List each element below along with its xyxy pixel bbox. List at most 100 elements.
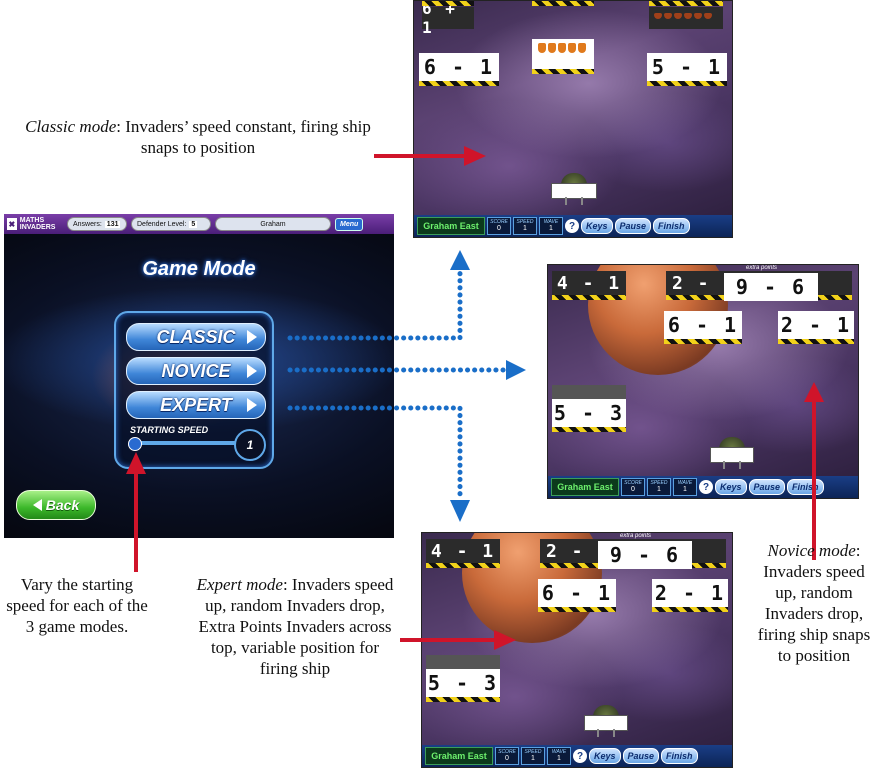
hazard-stripe xyxy=(649,1,723,6)
expert-label: EXPERT xyxy=(160,394,232,415)
help-button[interactable]: ? xyxy=(699,480,713,494)
ship-legs xyxy=(723,461,741,469)
finish-button[interactable]: Finish xyxy=(653,218,690,234)
speed-label: SPEED xyxy=(516,219,534,225)
ship-body xyxy=(584,715,628,731)
invader-icon xyxy=(538,43,546,53)
wave-value: 1 xyxy=(549,225,553,232)
hazard-stripe xyxy=(552,295,626,300)
wave-label: WAVE xyxy=(677,480,693,486)
player-name-field: Graham xyxy=(215,217,331,231)
arrow-up-icon xyxy=(450,250,470,270)
invader-icon xyxy=(694,13,702,19)
equation-invader: 5 - 3 xyxy=(552,399,626,427)
classic-connector xyxy=(287,267,463,341)
play-arrow-icon xyxy=(247,398,257,412)
speed-label: SPEED xyxy=(524,749,542,755)
red-arrowhead-icon xyxy=(494,630,516,650)
mode-panel: CLASSIC NOVICE EXPERT STARTING SPEED 1 xyxy=(114,311,274,469)
classic-description: : Invaders’ speed constant, firing ship … xyxy=(116,117,371,157)
expert-connector xyxy=(287,405,463,503)
firing-ship xyxy=(710,437,754,471)
equation-invader: 6 - 1 xyxy=(664,311,742,339)
defender-value: 5 xyxy=(189,220,198,228)
hazard-stripe xyxy=(778,339,854,344)
hazard-stripe xyxy=(552,427,626,432)
hazard-stripe xyxy=(532,1,594,6)
invader-icon xyxy=(578,43,586,53)
page-title: Game Mode xyxy=(142,258,256,280)
pause-button[interactable]: Pause xyxy=(622,748,660,764)
answers-value: 131 xyxy=(104,220,121,228)
invader-icon xyxy=(684,13,692,19)
hazard-stripe xyxy=(422,1,474,6)
speed-value: 1 xyxy=(523,225,527,232)
extra-points-label: extra points xyxy=(746,265,778,271)
classic-note: Classic mode: Invaders’ speed constant, … xyxy=(18,116,378,158)
hazard-stripe xyxy=(426,697,500,702)
defender-level: Defender Level:5 xyxy=(131,217,211,231)
classic-title: Classic mode xyxy=(25,117,117,136)
equation-invader: 4 - 1 xyxy=(552,271,626,295)
keys-button[interactable]: Keys xyxy=(589,748,621,764)
arrow-down-icon xyxy=(450,500,470,522)
hazard-stripe xyxy=(664,339,742,344)
arrow-right-icon xyxy=(506,360,526,380)
help-button[interactable]: ? xyxy=(565,219,579,233)
help-button[interactable]: ? xyxy=(573,749,587,763)
speed-slider-track[interactable] xyxy=(130,441,236,445)
extra-points-invader: 9 - 6 xyxy=(724,273,818,301)
novice-description: : Invaders speed up, random Invaders dro… xyxy=(757,541,871,665)
hazard-stripe xyxy=(419,81,499,86)
dropped-invader-frame xyxy=(552,385,626,399)
logo-text: MATHS INVADERS xyxy=(19,217,56,231)
maths-invaders-logo: ✖MATHS INVADERS xyxy=(7,217,63,231)
answers-label: Answers: xyxy=(73,220,102,228)
pause-button[interactable]: Pause xyxy=(614,218,652,234)
wave-value: 1 xyxy=(557,755,561,762)
equation-invader: 5 - 1 xyxy=(647,53,727,81)
speed-slider-handle[interactable] xyxy=(128,437,142,451)
expert-mode-screenshot: 4 - 1 2 - 2 extra points 9 - 6 6 - 1 2 -… xyxy=(421,532,733,768)
menu-button[interactable]: Menu xyxy=(335,217,364,231)
answers-counter: Answers:131 xyxy=(67,217,127,231)
equation-invader: 5 - 3 xyxy=(426,669,500,697)
score-value: 0 xyxy=(497,225,501,232)
hazard-stripe xyxy=(652,607,728,612)
hazard-stripe xyxy=(426,563,500,568)
equation-invader: 6 - 1 xyxy=(538,579,616,607)
expert-note: Expert mode: Invaders speed up, random I… xyxy=(192,574,398,679)
classic-label: CLASSIC xyxy=(156,326,236,347)
back-button[interactable]: Back xyxy=(16,490,96,520)
player-name: Graham xyxy=(260,220,286,228)
ship-dome xyxy=(593,705,619,717)
novice-label: NOVICE xyxy=(161,360,231,381)
player-name: Graham East xyxy=(425,747,493,765)
wave-value: 1 xyxy=(683,486,687,493)
invader-icon xyxy=(674,13,682,19)
keys-button[interactable]: Keys xyxy=(581,218,613,234)
invader-icon xyxy=(704,13,712,19)
keys-button[interactable]: Keys xyxy=(715,479,747,495)
ship-legs xyxy=(565,197,583,205)
finish-button[interactable]: Finish xyxy=(661,748,698,764)
ship-dome xyxy=(561,173,587,185)
extra-points-invader: 9 - 6 xyxy=(598,541,692,569)
ship-body xyxy=(710,447,754,463)
novice-button[interactable]: NOVICE xyxy=(126,357,266,385)
expert-button[interactable]: EXPERT xyxy=(126,391,266,419)
classic-button[interactable]: CLASSIC xyxy=(126,323,266,351)
defender-label: Defender Level: xyxy=(137,220,187,228)
equation-invader: 6 - 1 xyxy=(419,53,499,81)
dropped-invader-frame xyxy=(426,655,500,669)
hazard-stripe xyxy=(538,607,616,612)
pause-button[interactable]: Pause xyxy=(748,479,786,495)
back-label: Back xyxy=(45,497,80,513)
invader-icon xyxy=(664,13,672,19)
speed-note: Vary the starting speed for each of the … xyxy=(2,574,152,637)
